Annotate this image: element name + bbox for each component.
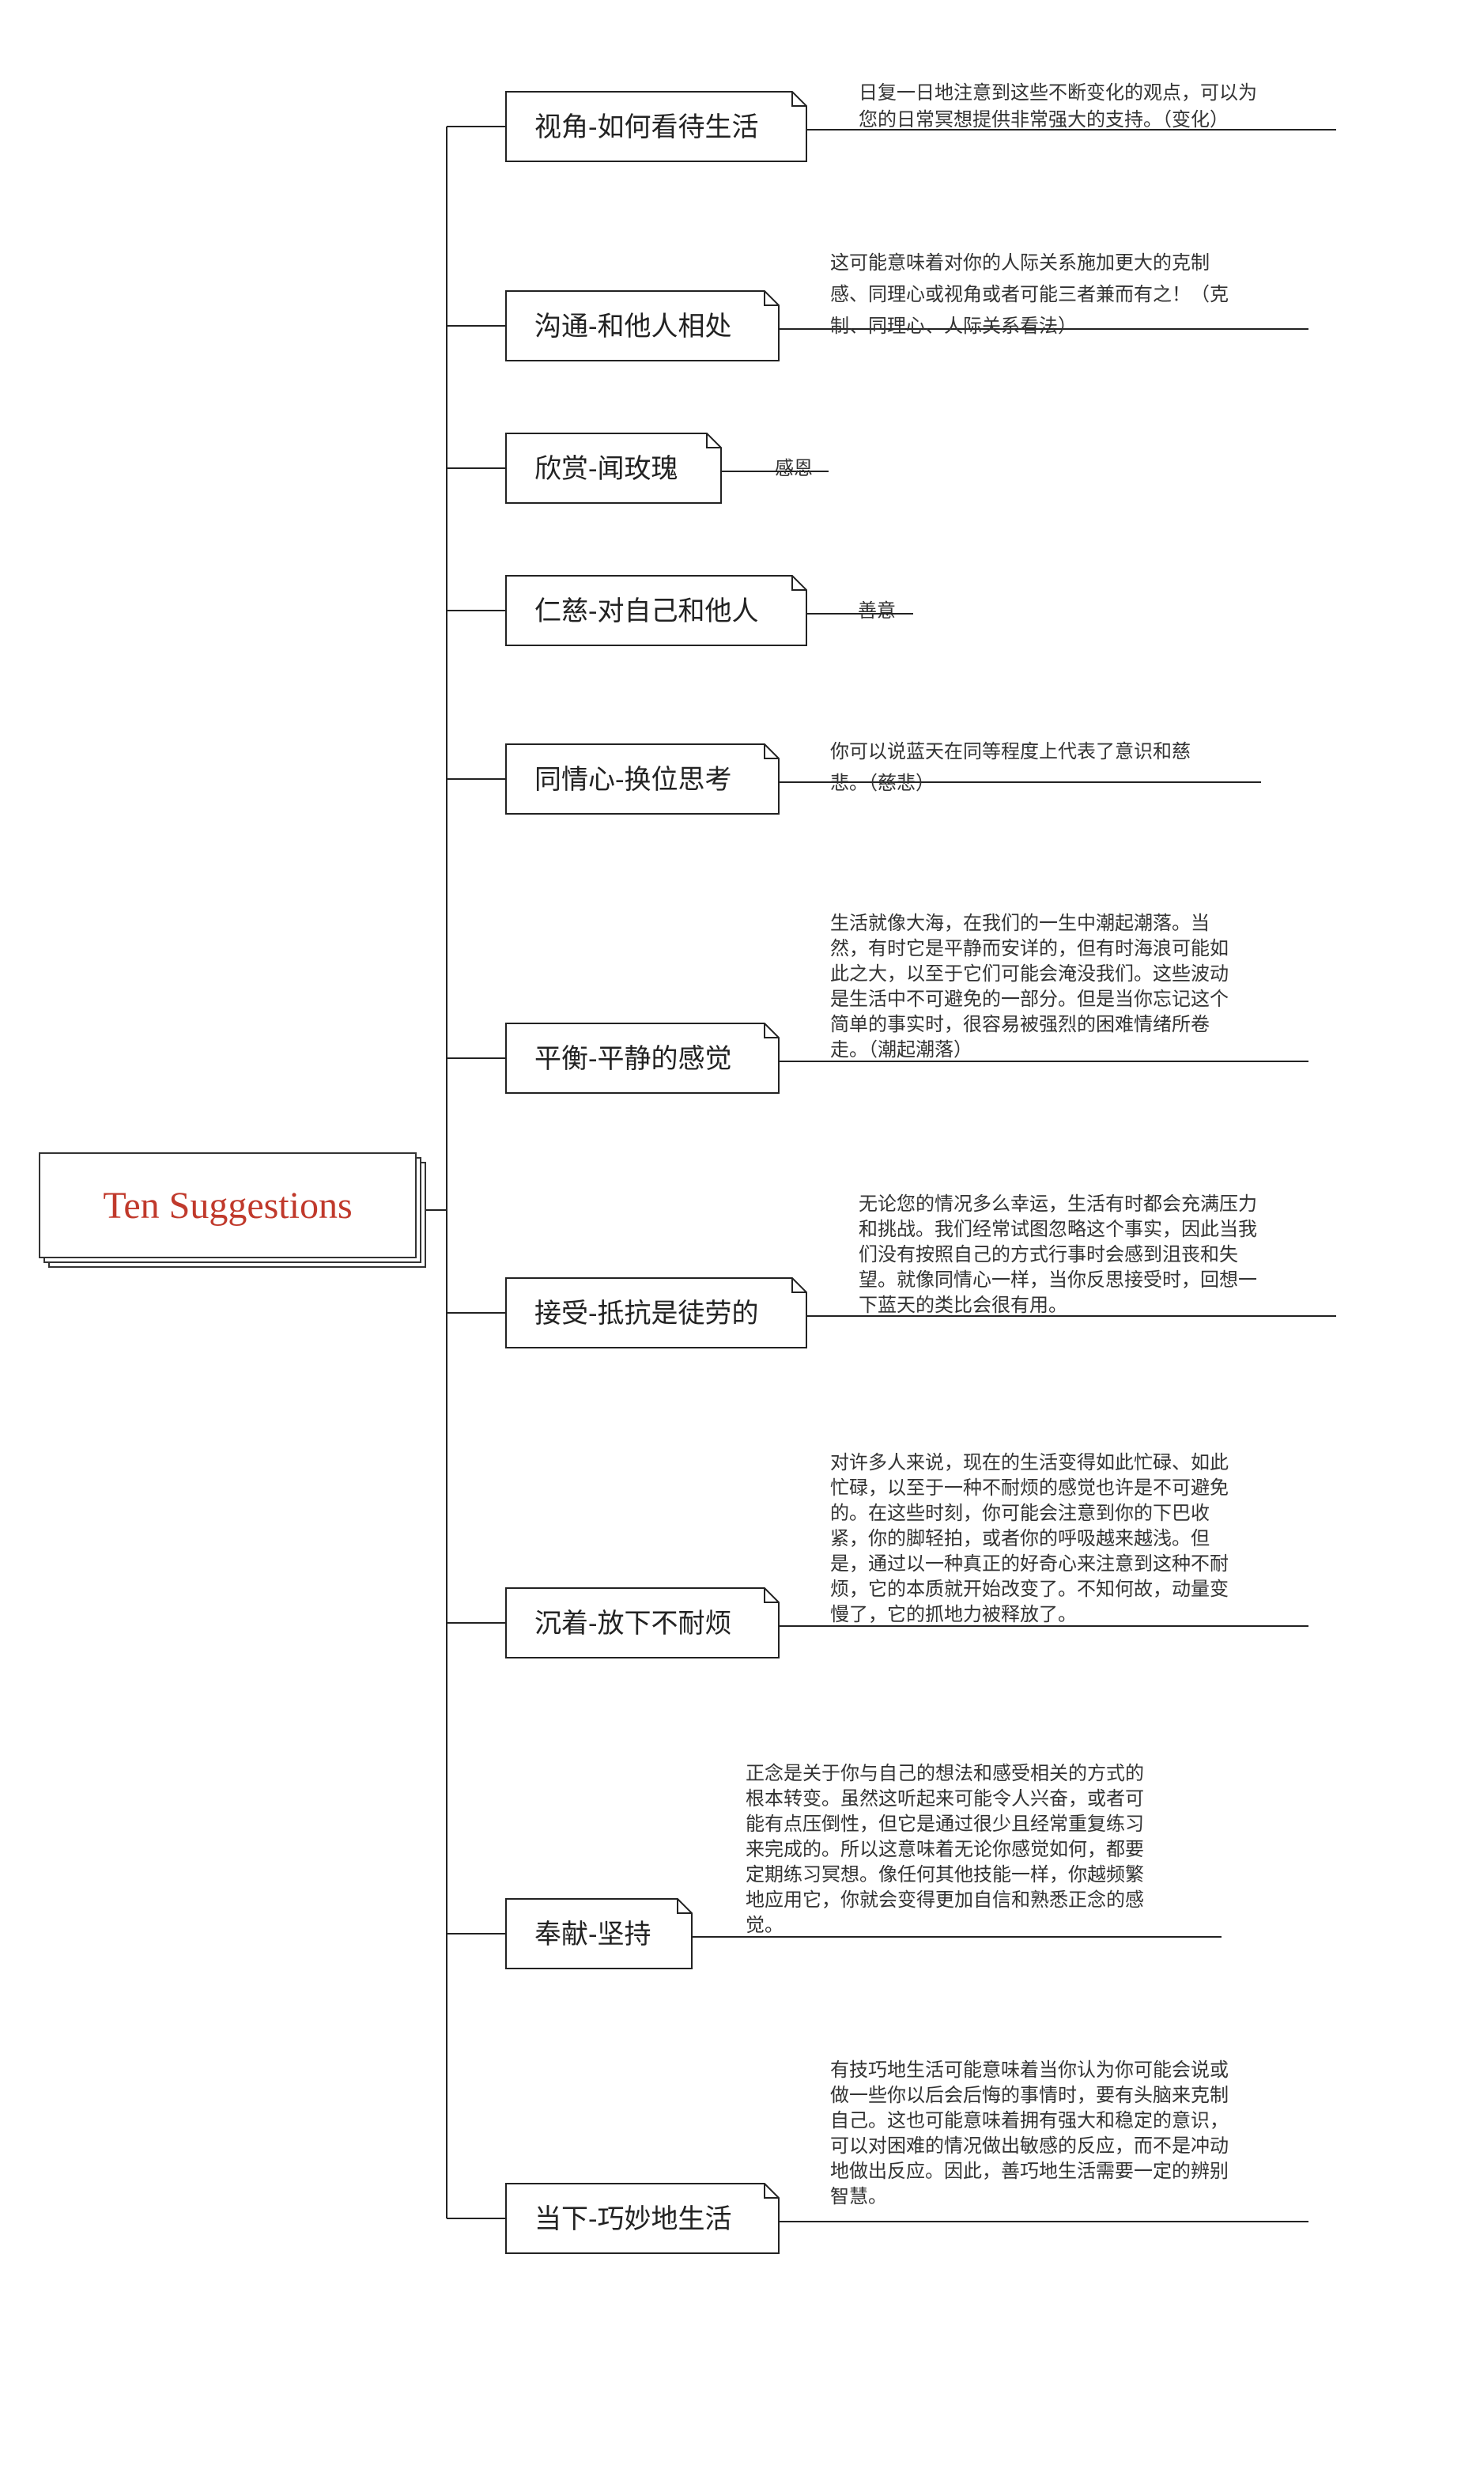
note-line: 感、同理心或视角或者可能三者兼而有之！（克 bbox=[830, 283, 1229, 305]
note-line: 慢了，它的抓地力被释放了。 bbox=[830, 1603, 1077, 1625]
note-line: 能有点压倒性，但它是通过很少且经常重复练习 bbox=[746, 1813, 1144, 1835]
note-line: 正念是关于你与自己的想法和感受相关的方式的 bbox=[746, 1762, 1144, 1784]
branch-note: 感恩 bbox=[775, 457, 813, 479]
root-topic[interactable]: Ten Suggestions bbox=[39, 1152, 426, 1268]
note-line: 来完成的。所以这意味着无论你感觉如何，都要 bbox=[746, 1838, 1144, 1860]
folded-corner bbox=[764, 291, 779, 306]
branch-box bbox=[505, 1898, 693, 1969]
branch-label: 接受-抵抗是徒劳的 bbox=[534, 1298, 759, 1329]
note-line: 烦，它的本质就开始改变了。不知何故，动量变 bbox=[830, 1578, 1229, 1600]
branch-note: 善意 bbox=[858, 599, 896, 622]
folded-corner bbox=[791, 92, 806, 107]
note-line: 是生活中不可避免的一部分。但是当你忘记这个 bbox=[830, 988, 1229, 1010]
folded-corner bbox=[764, 1023, 779, 1038]
branch-box bbox=[505, 433, 722, 504]
branch-topic[interactable]: 沟通-和他人相处 bbox=[505, 290, 780, 361]
branch-topic[interactable]: 平衡-平静的感觉 bbox=[505, 1023, 780, 1094]
folded-corner bbox=[791, 576, 806, 591]
note-line: 觉。 bbox=[746, 1914, 784, 1936]
branch-label: 平衡-平静的感觉 bbox=[534, 1043, 732, 1075]
branch-topic[interactable]: 接受-抵抗是徒劳的 bbox=[505, 1277, 807, 1348]
note-line: 的。在这些时刻，你可能会注意到你的下巴收 bbox=[830, 1502, 1210, 1524]
note-line: 悲。（慈悲） bbox=[830, 772, 935, 794]
branch-box bbox=[505, 575, 807, 646]
folded-corner bbox=[764, 1588, 779, 1603]
note-line: 可以对困难的情况做出敏感的反应，而不是冲动 bbox=[830, 2135, 1229, 2157]
note-line: 善意 bbox=[858, 599, 896, 622]
branch-box bbox=[505, 1023, 780, 1094]
note-line: 您的日常冥想提供非常强大的支持。（变化） bbox=[859, 108, 1229, 130]
branch-label: 视角-如何看待生活 bbox=[534, 112, 759, 143]
note-line: 地应用它，你就会变得更加自信和熟悉正念的感 bbox=[746, 1889, 1144, 1911]
note-line: 根本转变。虽然这听起来可能令人兴奋，或者可 bbox=[746, 1787, 1144, 1810]
branch-note: 无论您的情况多么幸运，生活有时都会充满压力和挑战。我们经常试图忽略这个事实，因此… bbox=[859, 1193, 1257, 1316]
branch-list: 视角-如何看待生活 日复一日地注意到这些不断变化的观点，可以为您的日常冥想提供非常… bbox=[505, 81, 1257, 2254]
note-line: 智慧。 bbox=[830, 2185, 887, 2207]
branch-topic[interactable]: 当下-巧妙地生活 bbox=[505, 2183, 780, 2254]
note-line: 感恩 bbox=[775, 457, 813, 479]
branch-box bbox=[505, 91, 807, 162]
note-line: 紧，你的脚轻拍，或者你的呼吸越来越浅。但 bbox=[830, 1527, 1210, 1549]
note-line: 自己。这也可能意味着拥有强大和稳定的意识， bbox=[830, 2109, 1229, 2131]
note-line: 生活就像大海，在我们的一生中潮起潮落。当 bbox=[830, 912, 1210, 934]
folded-corner bbox=[706, 433, 721, 448]
folded-corner bbox=[677, 1899, 692, 1914]
note-line: 下蓝天的类比会很有用。 bbox=[859, 1294, 1067, 1316]
branch-box bbox=[505, 2183, 780, 2254]
note-line: 你可以说蓝天在同等程度上代表了意识和慈 bbox=[830, 740, 1191, 762]
connector-lines bbox=[421, 126, 1336, 2222]
branch-note: 对许多人来说，现在的生活变得如此忙碌、如此忙碌，以至于一种不耐烦的感觉也许是不可… bbox=[830, 1451, 1229, 1625]
note-line: 做一些你以后会后悔的事情时，要有头脑来克制 bbox=[830, 2084, 1229, 2106]
branch-note: 日复一日地注意到这些不断变化的观点，可以为您的日常冥想提供非常强大的支持。（变化… bbox=[859, 81, 1257, 130]
note-line: 望。就像同情心一样，当你反思接受时，回想一 bbox=[859, 1269, 1257, 1291]
note-line: 然，有时它是平静而安详的，但有时海浪可能如 bbox=[830, 937, 1229, 959]
note-line: 日复一日地注意到这些不断变化的观点，可以为 bbox=[859, 81, 1257, 104]
branch-topic[interactable]: 仁慈-对自己和他人 bbox=[505, 575, 807, 646]
branch-label: 欣赏-闻玫瑰 bbox=[534, 453, 678, 485]
branch-box bbox=[505, 1277, 807, 1348]
branch-topic[interactable]: 视角-如何看待生活 bbox=[505, 91, 807, 162]
branch-label: 同情心-换位思考 bbox=[534, 764, 732, 796]
note-line: 此之大，以至于它们可能会淹没我们。这些波动 bbox=[830, 963, 1229, 985]
branch-box bbox=[505, 743, 780, 815]
note-line: 有技巧地生活可能意味着当你认为你可能会说或 bbox=[830, 2059, 1229, 2081]
note-line: 简单的事实时，很容易被强烈的困难情绪所卷 bbox=[830, 1013, 1210, 1035]
branch-note: 这可能意味着对你的人际关系施加更大的克制感、同理心或视角或者可能三者兼而有之！（… bbox=[830, 252, 1229, 337]
note-line: 对许多人来说，现在的生活变得如此忙碌、如此 bbox=[830, 1451, 1229, 1473]
folded-corner bbox=[764, 2184, 779, 2199]
note-line: 走。（潮起潮落） bbox=[830, 1038, 972, 1061]
note-line: 们没有按照自己的方式行事时会感到沮丧和失 bbox=[859, 1243, 1238, 1265]
branch-label: 沟通-和他人相处 bbox=[534, 311, 732, 342]
branch-note: 生活就像大海，在我们的一生中潮起潮落。当然，有时它是平静而安详的，但有时海浪可能… bbox=[830, 912, 1229, 1061]
folded-corner bbox=[764, 744, 779, 759]
note-line: 地做出反应。因此，善巧地生活需要一定的辨别 bbox=[830, 2160, 1229, 2182]
note-line: 无论您的情况多么幸运，生活有时都会充满压力 bbox=[859, 1193, 1257, 1215]
note-line: 制、同理心、人际关系看法） bbox=[830, 315, 1077, 337]
branch-box bbox=[505, 1587, 780, 1658]
branch-label: 当下-巧妙地生活 bbox=[534, 2203, 732, 2235]
note-line: 定期练习冥想。像任何其他技能一样，你越频繁 bbox=[746, 1863, 1144, 1885]
branch-topic[interactable]: 奉献-坚持 bbox=[505, 1898, 693, 1969]
note-line: 和挑战。我们经常试图忽略这个事实，因此当我 bbox=[859, 1218, 1257, 1240]
folded-corner bbox=[791, 1278, 806, 1293]
branch-note: 正念是关于你与自己的想法和感受相关的方式的根本转变。虽然这听起来可能令人兴奋，或… bbox=[746, 1762, 1144, 1936]
note-line: 忙碌，以至于一种不耐烦的感觉也许是不可避免 bbox=[830, 1477, 1229, 1499]
branch-label: 仁慈-对自己和他人 bbox=[534, 596, 759, 627]
branch-topic[interactable]: 同情心-换位思考 bbox=[505, 743, 780, 815]
branch-box bbox=[505, 290, 780, 361]
branch-topic[interactable]: 欣赏-闻玫瑰 bbox=[505, 433, 722, 504]
branch-topic[interactable]: 沉着-放下不耐烦 bbox=[505, 1587, 780, 1658]
note-line: 这可能意味着对你的人际关系施加更大的克制 bbox=[830, 252, 1210, 274]
branch-note: 有技巧地生活可能意味着当你认为你可能会说或做一些你以后会后悔的事情时，要有头脑来… bbox=[830, 2059, 1229, 2207]
note-line: 是，通过以一种真正的好奇心来注意到这种不耐 bbox=[830, 1553, 1229, 1575]
branch-label: 奉献-坚持 bbox=[534, 1919, 651, 1950]
root-title: Ten Suggestions bbox=[103, 1185, 352, 1227]
branch-label: 沉着-放下不耐烦 bbox=[534, 1608, 732, 1640]
